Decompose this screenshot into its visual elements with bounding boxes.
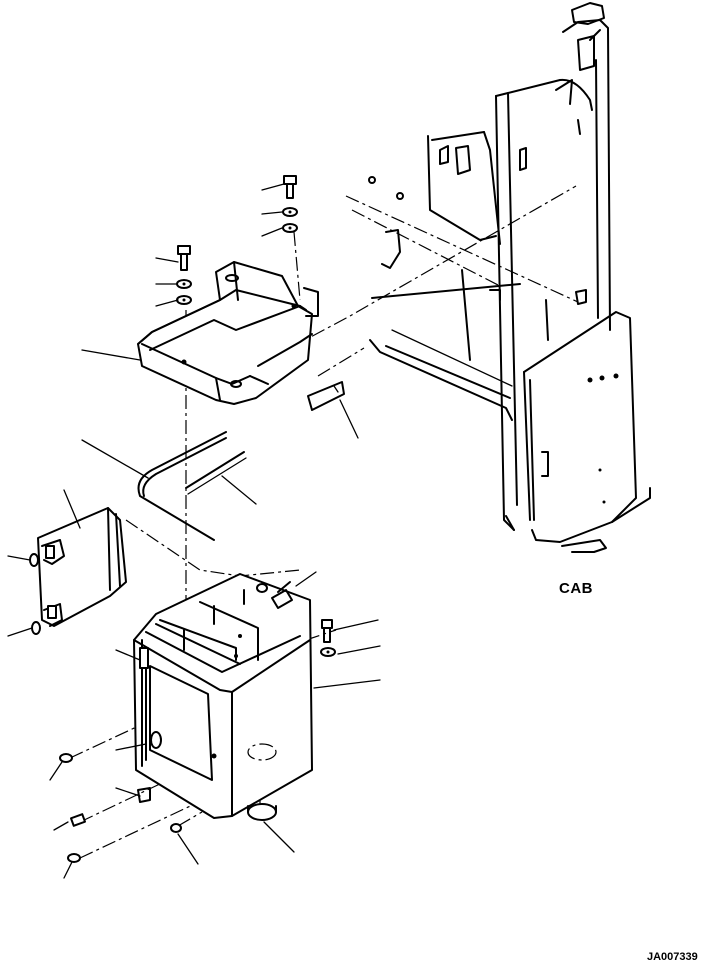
tray-fasteners <box>176 175 298 305</box>
battery-box <box>133 573 313 819</box>
drawing-number: JA007339 <box>647 951 698 963</box>
box-fasteners <box>59 581 336 863</box>
cab-label: CAB <box>559 580 593 597</box>
plug-cap <box>247 803 277 821</box>
side-panel <box>29 507 127 635</box>
plate <box>307 381 345 411</box>
leader-lines <box>7 183 381 879</box>
tray <box>137 261 319 405</box>
rubber-strips <box>137 431 247 541</box>
cab-frame <box>368 2 651 553</box>
